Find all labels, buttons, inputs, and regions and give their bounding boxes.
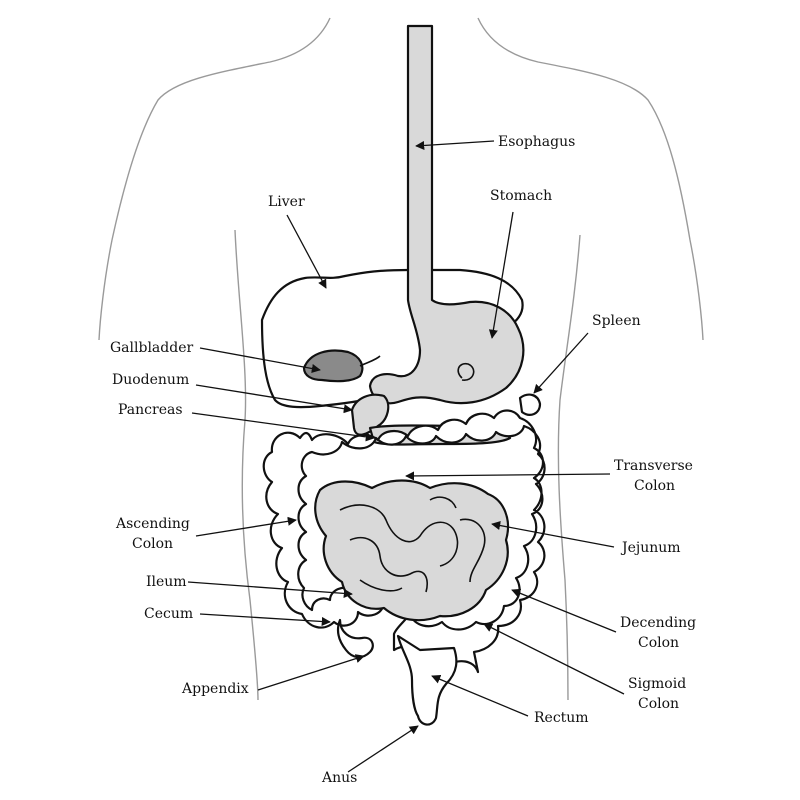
- stomach: [368, 24, 525, 405]
- arrow-stomach: [488, 211, 514, 339]
- label-sigmoid-colon: Colon: [638, 696, 679, 712]
- label-rectum: Rectum: [534, 710, 589, 726]
- arrow-sigmoid-colon: [483, 623, 625, 695]
- label-sigmoid: Sigmoid: [628, 676, 686, 692]
- label-cecum: Cecum: [144, 606, 193, 622]
- arrow-duodenum: [195, 384, 353, 414]
- torso-outline: [98, 17, 704, 701]
- label-pancreas: Pancreas: [118, 402, 183, 418]
- rectum: [396, 634, 458, 726]
- label-liver: Liver: [268, 194, 305, 210]
- label-gallbladder: Gallbladder: [110, 340, 193, 356]
- label-spleen: Spleen: [592, 313, 641, 329]
- label-esophagus: Esophagus: [498, 134, 575, 150]
- arrow-anus: [347, 725, 419, 773]
- label-stomach: Stomach: [490, 188, 552, 204]
- appendix: [336, 618, 374, 659]
- label-duodenum: Duodenum: [112, 372, 189, 388]
- arrow-pancreas: [191, 412, 375, 442]
- arrow-decending-colon: [511, 588, 617, 633]
- arrow-esophagus: [415, 140, 495, 151]
- label-ileum: Ileum: [146, 574, 187, 590]
- gallbladder: [302, 349, 364, 383]
- label-anus: Anus: [321, 770, 357, 786]
- arrow-ileum: [187, 581, 353, 598]
- label-decending: Decending: [620, 615, 696, 631]
- arrow-cecum: [199, 613, 331, 627]
- arrow-transverse-colon: [405, 471, 611, 481]
- arrow-liver: [286, 214, 327, 289]
- label-transverse: Transverse: [614, 458, 693, 474]
- label-ascending: Ascending: [115, 516, 190, 532]
- arrow-gallbladder: [199, 347, 321, 373]
- arrow-jejunum: [491, 521, 615, 548]
- label-ascending-colon: Colon: [132, 536, 173, 552]
- arrow-ascending-colon: [195, 516, 297, 537]
- labels: Esophagus Stomach Liver Spleen Gallbladd…: [110, 134, 696, 786]
- bile-duct: [359, 355, 381, 367]
- spleen: [518, 393, 542, 416]
- small-intestine: [314, 479, 510, 622]
- leader-arrows: [187, 140, 625, 773]
- arrow-spleen: [533, 332, 589, 394]
- label-transverse-colon: Colon: [634, 478, 675, 494]
- label-decending-colon: Colon: [638, 635, 679, 651]
- label-appendix: Appendix: [181, 681, 249, 697]
- label-jejunum: Jejunum: [620, 540, 681, 556]
- arrow-rectum: [431, 674, 529, 717]
- stomach-detail: [457, 362, 475, 381]
- arrow-appendix: [257, 654, 365, 691]
